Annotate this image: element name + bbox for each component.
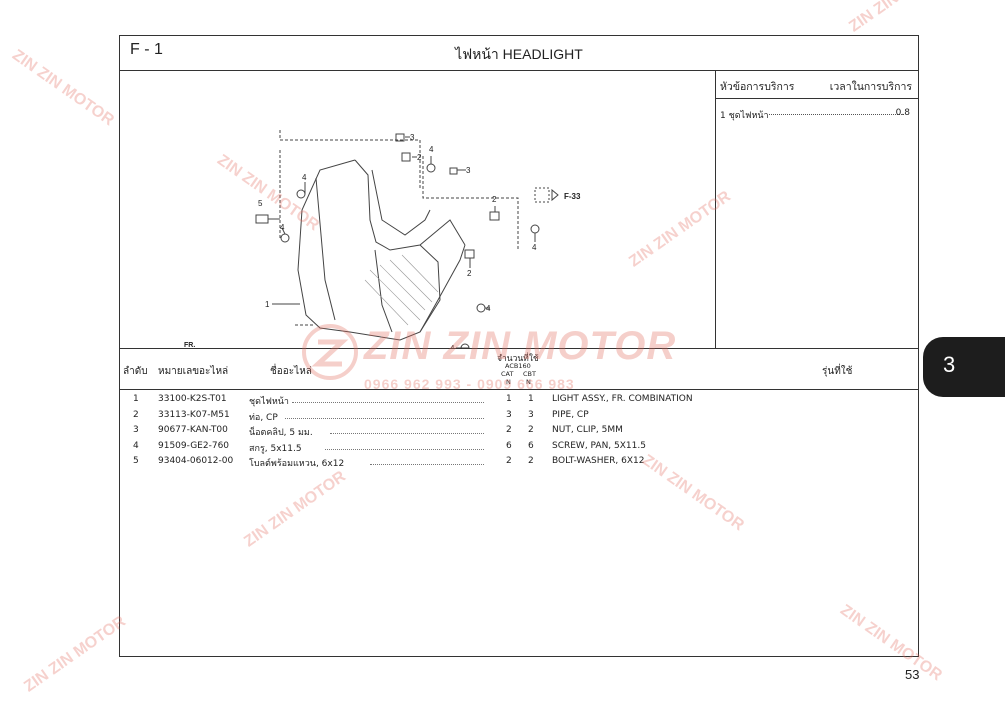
row-part-no: 33100-K2S-T01 bbox=[158, 394, 227, 404]
row-part-no: 90677-KAN-T00 bbox=[158, 425, 228, 435]
row-name-th: น็อตคลิป, 5 มม. bbox=[249, 428, 313, 438]
service-info: หัวข้อการบริการ เวลาในการบริการ 1 ชุดไฟห… bbox=[715, 70, 918, 348]
row-no: 2 bbox=[133, 409, 139, 420]
table-row[interactable]: 1 33100-K2S-T01 ชุดไฟหน้า 1 1 LIGHT ASSY… bbox=[120, 392, 918, 408]
col-qty: จำนวนที่ใช้ bbox=[497, 354, 539, 364]
table-row[interactable]: 3 90677-KAN-T00 น็อตคลิป, 5 มม. 2 2 NUT,… bbox=[120, 423, 918, 439]
row-name-th: สกรู, 5x11.5 bbox=[249, 443, 302, 454]
row-cat: 2 bbox=[506, 425, 512, 435]
col-no: ลำดับ bbox=[123, 366, 148, 377]
row-cbt: 6 bbox=[528, 440, 534, 451]
service-row: 1 ชุดไฟหน้า 0.8 bbox=[715, 108, 918, 121]
section-code: F - 1 bbox=[130, 41, 163, 58]
service-col-time: เวลาในการบริการ bbox=[829, 81, 912, 93]
row-leader bbox=[325, 448, 484, 450]
row-leader bbox=[370, 464, 484, 465]
row-name-en: BOLT-WASHER, 6X12 bbox=[552, 456, 645, 466]
col-name: ชื่ออะไหล่ bbox=[270, 366, 312, 377]
row-name-en: SCREW, PAN, 5X11.5 bbox=[552, 440, 646, 451]
row-name-th: ท่อ, CP bbox=[249, 412, 278, 423]
col-model-code: ACB160 bbox=[505, 362, 531, 370]
service-item-time: 0.8 bbox=[895, 108, 910, 118]
catalog-frame: F - 1 ไฟหน้า HEADLIGHT bbox=[119, 35, 919, 657]
watermark-small: ZIN ZIN MOTOR bbox=[20, 611, 130, 696]
row-name-th: โบลต์พร้อมแหวน, 6x12 bbox=[249, 459, 345, 469]
row-cbt: 2 bbox=[528, 456, 534, 466]
row-name-en: PIPE, CP bbox=[552, 409, 589, 420]
watermark-brand: ZIN ZIN MOTOR bbox=[21, 612, 129, 696]
service-header: หัวข้อการบริการ เวลาในการบริการ bbox=[715, 70, 918, 99]
row-cat: 2 bbox=[506, 456, 512, 466]
service-leader bbox=[769, 114, 904, 115]
watermark-brand: ZIN ZIN MOTOR bbox=[9, 46, 117, 130]
callout-2-lower: 2 bbox=[467, 269, 472, 278]
table-row[interactable]: 2 33113-K07-M51 ท่อ, CP 3 3 PIPE, CP bbox=[120, 408, 918, 424]
table-row[interactable]: 5 93404-06012-00 โบลต์พร้อมแหวน, 6x12 2 … bbox=[120, 454, 918, 470]
callout-5: 5 bbox=[258, 199, 263, 208]
page-number: 53 bbox=[905, 667, 920, 682]
headlight-drawing: 3 2 4 3 4 5 4 2 4 2 4 4 1 bbox=[170, 130, 559, 367]
row-cbt: 3 bbox=[528, 409, 534, 420]
page-title: ไฟหน้า HEADLIGHT bbox=[455, 46, 583, 62]
row-leader bbox=[292, 402, 484, 403]
col-cbt: CBT bbox=[523, 370, 536, 378]
parts-table-body: 1 33100-K2S-T01 ชุดไฟหน้า 1 1 LIGHT ASSY… bbox=[120, 392, 918, 470]
service-item-name: 1 ชุดไฟหน้า bbox=[720, 111, 769, 121]
row-leader bbox=[330, 433, 484, 434]
col-models: รุ่นที่ใช้ bbox=[822, 366, 853, 377]
callout-3-mid: 3 bbox=[466, 166, 471, 175]
callout-2-top: 2 bbox=[417, 153, 422, 162]
col-cat: CAT bbox=[501, 370, 514, 378]
watermark-small: ZIN ZIN MOTOR bbox=[845, 0, 955, 36]
chapter-number: 3 bbox=[943, 352, 956, 377]
callout-4-top: 4 bbox=[429, 145, 434, 154]
row-part-no: 91509-GE2-760 bbox=[158, 440, 230, 451]
table-row[interactable]: 4 91509-GE2-760 สกรู, 5x11.5 6 6 SCREW, … bbox=[120, 439, 918, 455]
page-header: F - 1 ไฟหน้า HEADLIGHT bbox=[120, 36, 918, 71]
callout-4-left: 4 bbox=[302, 173, 307, 182]
exploded-diagram: 3 2 4 3 4 5 4 2 4 2 4 4 1 F-33 FR. bbox=[120, 70, 716, 367]
row-no: 4 bbox=[133, 440, 139, 451]
col-cbt-sub: N bbox=[526, 378, 531, 386]
watermark-brand: ZIN ZIN MOTOR bbox=[846, 0, 954, 36]
row-cat: 1 bbox=[506, 394, 512, 404]
row-cbt: 2 bbox=[528, 425, 534, 435]
row-cat: 3 bbox=[506, 409, 512, 420]
row-name-en: NUT, CLIP, 5MM bbox=[552, 425, 623, 435]
callout-4-right: 4 bbox=[532, 243, 537, 252]
direction-label: FR. bbox=[184, 342, 196, 349]
callout-1: 1 bbox=[265, 300, 270, 309]
row-part-no: 33113-K07-M51 bbox=[158, 409, 230, 420]
col-part-no: หมายเลขอะไหล่ bbox=[158, 366, 229, 377]
watermark-small: ZIN ZIN MOTOR bbox=[9, 45, 119, 130]
row-name-th: ชุดไฟหน้า bbox=[249, 397, 289, 407]
row-no: 1 bbox=[133, 394, 139, 404]
row-no: 5 bbox=[133, 456, 139, 466]
row-leader bbox=[285, 417, 484, 419]
row-cbt: 1 bbox=[528, 394, 534, 404]
row-part-no: 93404-06012-00 bbox=[158, 456, 234, 466]
col-cat-sub: N bbox=[506, 378, 511, 386]
callout-3-top: 3 bbox=[410, 133, 415, 142]
callout-4-left-lower: 4 bbox=[280, 223, 285, 232]
ref-label-f33[interactable]: F-33 bbox=[564, 192, 581, 201]
callout-2-right: 2 bbox=[492, 195, 497, 204]
row-no: 3 bbox=[133, 425, 139, 435]
parts-table-header: ลำดับ หมายเลขอะไหล่ ชื่ออะไหล่ จำนวนที่ใ… bbox=[120, 348, 918, 390]
service-col-item: หัวข้อการบริการ bbox=[720, 81, 795, 93]
callout-4-bottom: 4 bbox=[486, 304, 491, 313]
row-name-en: LIGHT ASSY., FR. COMBINATION bbox=[552, 394, 693, 404]
row-cat: 6 bbox=[506, 440, 512, 451]
chapter-tab[interactable]: 3 bbox=[923, 337, 1005, 397]
